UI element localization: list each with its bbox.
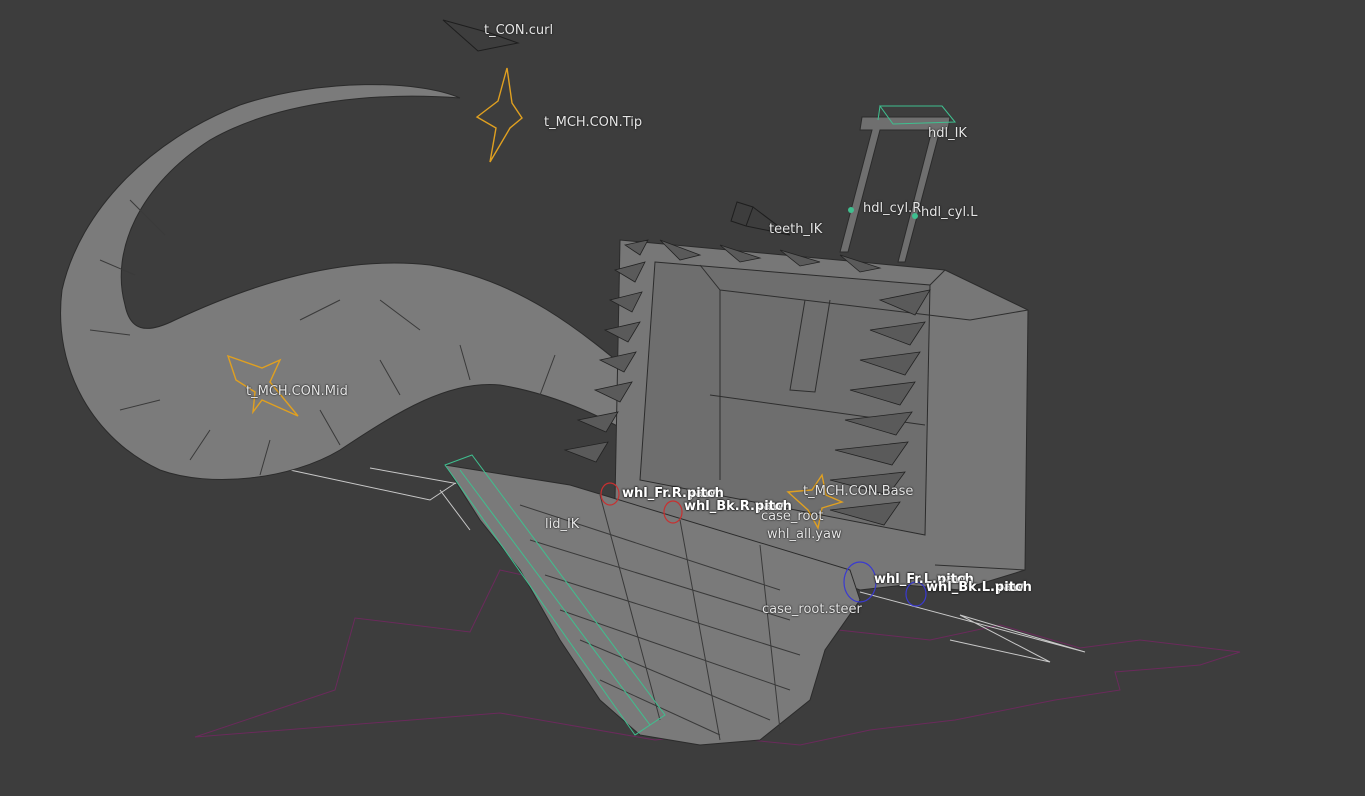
t-mch-con-base-bone[interactable] [786,473,845,531]
t-con-curl-bone[interactable] [442,19,520,52]
whl-fr-r-bone[interactable] [600,482,620,506]
label-whl-bk-r-pitch: whl_Bk.R.pitch [684,499,792,514]
label-lid-ik: lid_IK [545,517,580,532]
label-t-mch-con-mid: t_MCH.CON.Mid [246,384,348,399]
lid-ik-bone[interactable] [444,454,666,736]
label-whl-fr-l-pitch: whl_Fr.L.pitch [874,572,974,587]
label-whl-fr-r-pitch: whl_Fr.R.pitch [622,486,724,501]
t-mch-con-tip-bone[interactable] [475,67,523,163]
label-teeth-ik: teeth_IK [769,222,823,237]
whl-bk-l-bone[interactable] [905,581,927,607]
label-hdl-cyl-r: hdl_cyl.R [863,201,922,216]
label-t-con-curl: t_CON.curl [484,23,554,38]
suitcase-teeth [563,239,931,526]
whl-bk-r-bone[interactable] [663,500,683,524]
label-case-root-steer: case_root.steer [762,602,862,617]
handle-ik-box[interactable] [877,105,957,125]
label-hdl-cyl-l: hdl_cyl.L [921,205,978,220]
label-hdl-ik: hdl_IK [928,126,967,141]
hdl-cyl-l-joint[interactable] [912,213,918,219]
label-whl-fr-r-yaw: whl_Fr.R.yaw [622,486,717,501]
label-whl-all-yaw: whl_all.yaw [767,527,842,542]
t-mch-con-mid-bone[interactable] [226,354,299,417]
label-whl-bk-l-pitch: whl_Bk.L.pitch [926,580,1032,595]
suitcase-handle[interactable] [839,116,951,263]
label-whl-bk-l-yaw: whl_Bk.L.yaw [926,580,1025,595]
whl-fr-l-bone[interactable] [843,561,877,603]
label-case-root: case_root [761,509,824,524]
teeth-ik-bone[interactable] [730,201,791,236]
label-whl-fr-l-yaw: whl_Fr.L.yaw [874,572,967,587]
label-whl-bk-r-yaw: whl_Bk.R.yaw [684,499,785,514]
label-t-mch-con-base: t_MCH.CON.Base [803,484,914,499]
label-t-mch-con-tip: t_MCH.CON.Tip [544,115,643,130]
hdl-cyl-r-joint[interactable] [848,207,854,213]
suitcase-edges [699,264,1029,571]
suitcase-inner [639,261,931,536]
